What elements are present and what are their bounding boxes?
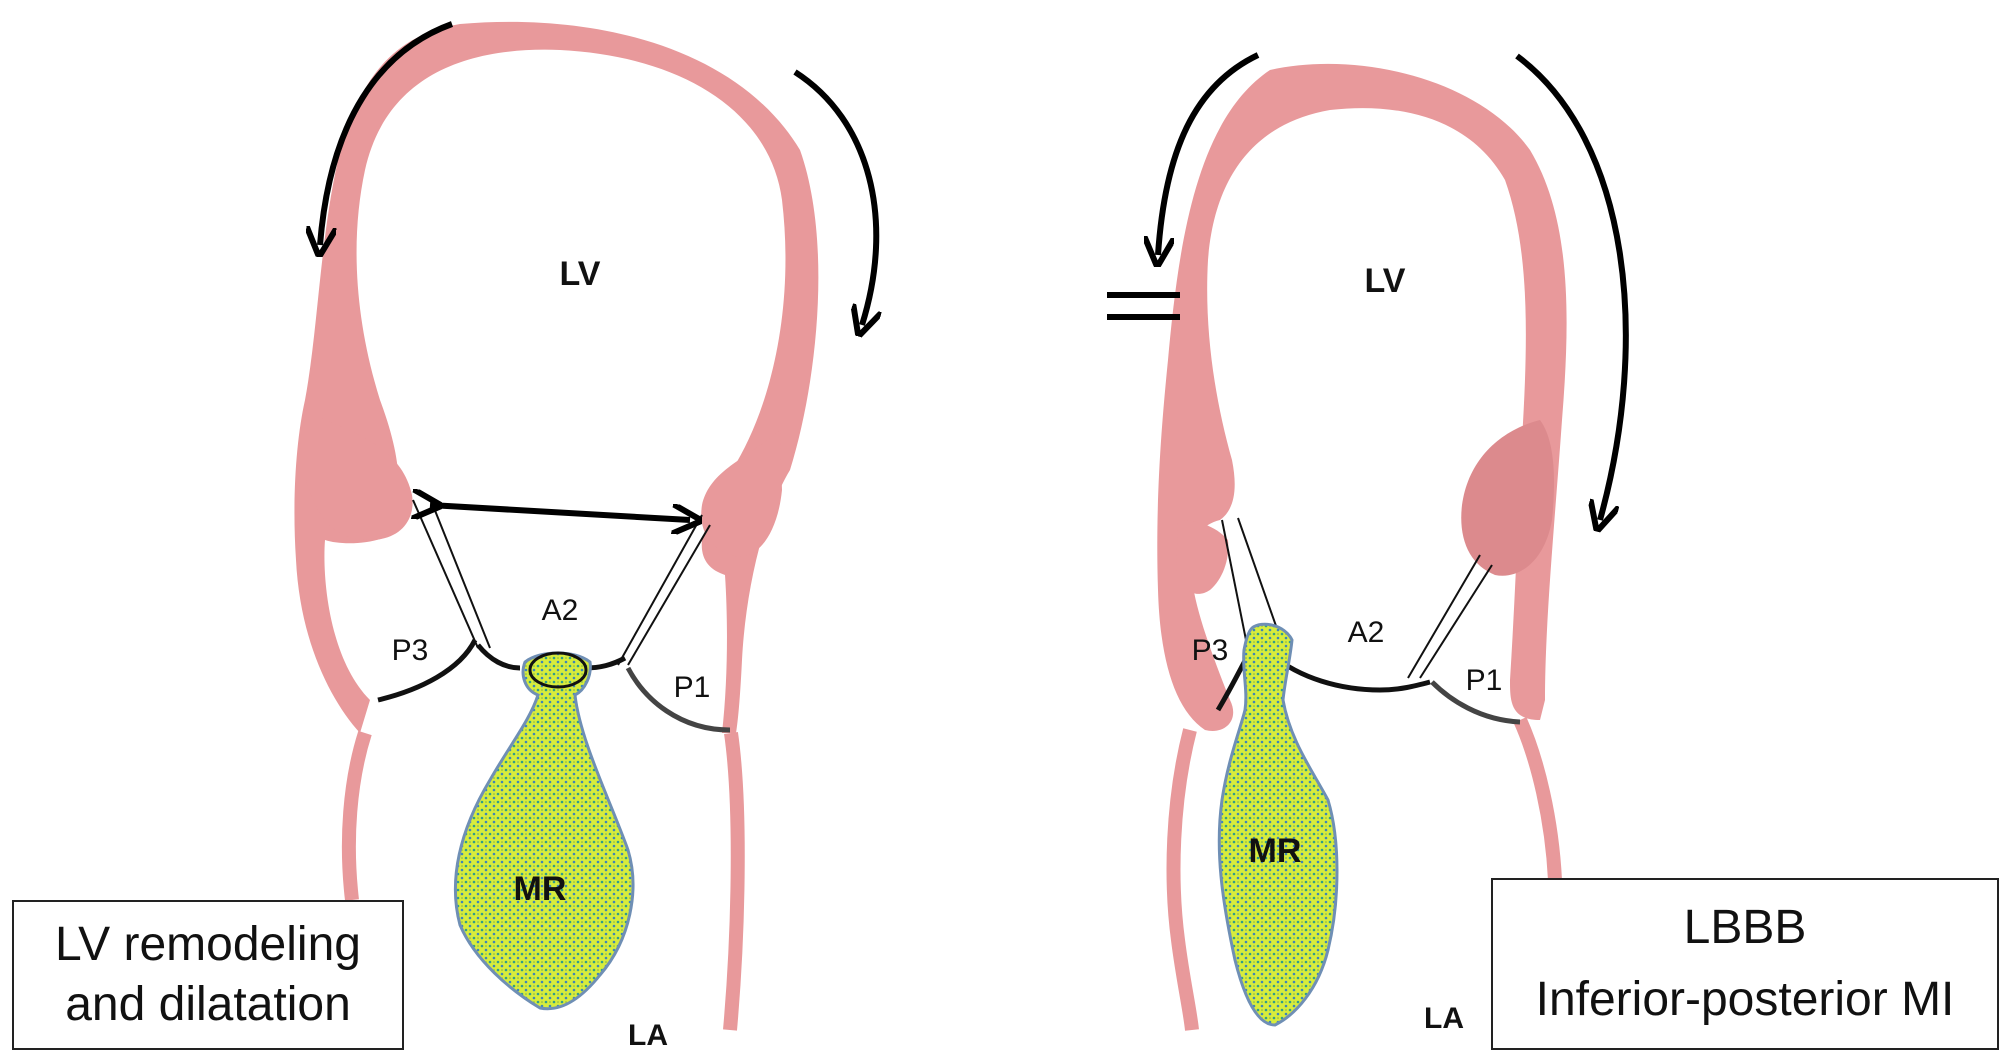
left-lv-label: LV	[560, 255, 601, 293]
right-caption-box: LBBB Inferior-posterior MI	[1491, 878, 1999, 1050]
left-dilatation-double-arrow	[430, 505, 690, 520]
right-la-wall-right	[1520, 720, 1555, 880]
right-leaflet-p3-label: P3	[1192, 634, 1229, 667]
left-papillary-muscle-anterior	[701, 430, 782, 556]
right-la-wall-left	[1174, 730, 1192, 1030]
right-leaflet-a2-label: A2	[1348, 616, 1385, 649]
left-leaflet-a2-left	[478, 645, 520, 668]
left-panel: LV LA MR P3 A2 P1	[294, 22, 876, 1052]
right-caption-line1: LBBB	[1684, 892, 1807, 964]
left-caption-line2: and dilatation	[65, 975, 351, 1035]
right-papillary-muscle-anterior	[1461, 420, 1554, 576]
left-mr-label: MR	[514, 870, 567, 908]
left-coaptation-gap	[530, 653, 586, 687]
right-lv-label: LV	[1365, 262, 1406, 300]
right-leaflet-a2	[1272, 655, 1430, 690]
right-equal-sign-icon	[1107, 295, 1180, 317]
left-la-wall-left	[349, 733, 365, 900]
left-caption-line1: LV remodeling	[55, 915, 361, 975]
right-caption-line2: Inferior-posterior MI	[1536, 964, 1955, 1036]
left-leaflet-p1-label: P1	[674, 671, 711, 704]
right-papillary-muscle-posterior	[1176, 520, 1228, 594]
left-la-wall-right	[730, 733, 738, 1030]
right-mr-label: MR	[1249, 832, 1302, 870]
left-leaflet-a2-label: A2	[542, 594, 579, 627]
right-la-label: LA	[1424, 1002, 1464, 1035]
left-la-label: LA	[628, 1019, 668, 1052]
right-mr-jet	[1219, 624, 1337, 1025]
right-leaflet-p1-label: P1	[1466, 664, 1503, 697]
left-caption-box: LV remodeling and dilatation	[12, 900, 404, 1050]
left-leaflet-p3-label: P3	[392, 634, 429, 667]
left-mr-jet	[455, 653, 633, 1009]
left-chordae	[413, 498, 710, 665]
